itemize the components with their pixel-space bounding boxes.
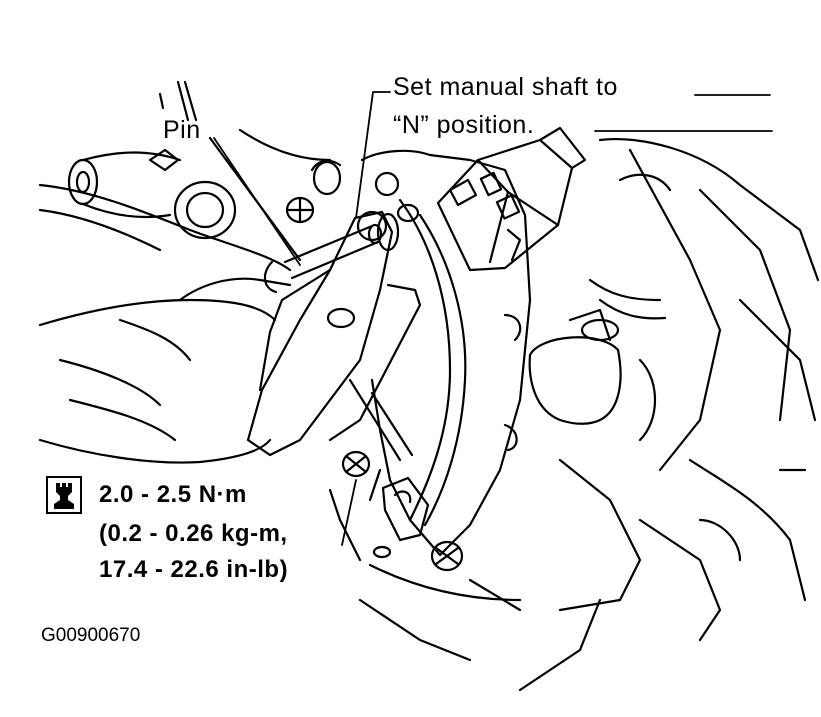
lower-bracket: [328, 378, 430, 562]
transmission-housing: [358, 138, 820, 692]
torque-leader: [341, 479, 357, 546]
set-shaft-leader: [355, 91, 391, 219]
manual-shaft-lever: [246, 210, 422, 457]
set-manual-shaft-label-line-1: Set manual shaft to: [393, 73, 618, 101]
switch-connector: [436, 126, 587, 272]
park-neutral-position-switch: [285, 149, 532, 572]
torque-spec-line-1: 2.0 - 2.5 N·m: [99, 481, 247, 508]
torque-spec-line-2: (0.2 - 0.26 kg-m,: [99, 520, 288, 547]
set-manual-shaft-label-line-2: “N” position.: [393, 111, 535, 139]
pin-leader: [213, 137, 301, 266]
background-rods: [158, 80, 332, 262]
figure-id: G00900670: [41, 625, 141, 646]
leader-lines: [213, 91, 773, 546]
background-pipe: [67, 148, 237, 240]
torque-spec-line-3: 17.4 - 22.6 in-lb): [99, 556, 289, 583]
torque-wrench-icon: [46, 476, 82, 514]
pin-label: Pin: [163, 116, 201, 144]
reservoir-cap: [528, 173, 672, 425]
hand: [38, 183, 292, 464]
